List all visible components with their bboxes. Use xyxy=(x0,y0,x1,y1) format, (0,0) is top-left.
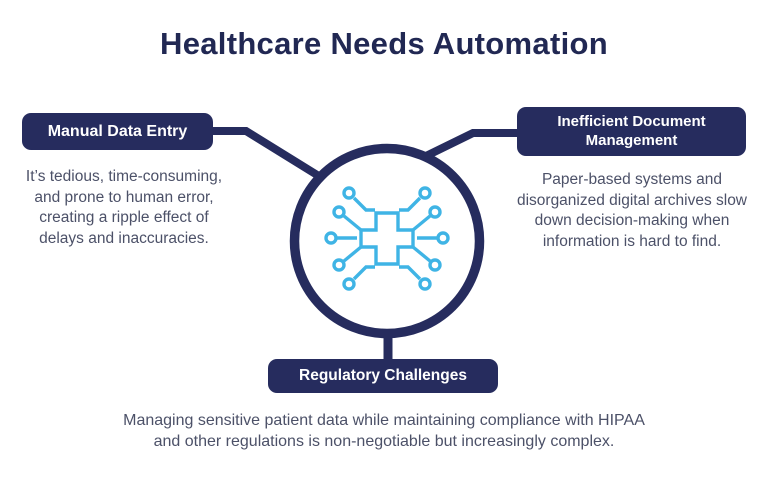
circuit-trace xyxy=(352,196,375,212)
circuit-node xyxy=(332,205,346,219)
circuit-trace xyxy=(399,265,422,281)
description-manual-data-entry: It’s tedious, time-consuming, and prone … xyxy=(4,167,244,249)
hub-circle xyxy=(289,143,485,339)
circuit-node xyxy=(418,186,432,200)
label-manual-data-entry: Manual Data Entry xyxy=(22,113,213,150)
label-regulatory-challenges: Regulatory Challenges xyxy=(268,359,498,393)
description-line: Managing sensitive patient data while ma… xyxy=(123,412,645,429)
connector-line-right xyxy=(422,129,518,161)
medical-cross-circuit-icon xyxy=(324,186,450,291)
circuit-trace xyxy=(352,265,375,281)
circuit-node xyxy=(342,186,356,200)
description-line: information is hard to find. xyxy=(542,232,722,250)
circuit-node xyxy=(324,231,338,245)
description-line: Paper-based systems and xyxy=(541,171,723,188)
circuit-trace xyxy=(342,245,363,263)
circuit-trace xyxy=(411,245,432,263)
label-manual-data-entry-text: Manual Data Entry xyxy=(47,122,188,140)
label-inefficient-document-management-text: Inefficient Document Management xyxy=(557,112,706,149)
circuit-node xyxy=(332,258,346,272)
description-line: and prone to human error, xyxy=(34,188,214,206)
description-line: creating a ripple effect of xyxy=(39,209,209,226)
label-inefficient-document-management: Inefficient Document Management xyxy=(517,107,746,156)
description-regulatory-challenges: Managing sensitive patient data while ma… xyxy=(74,410,694,452)
label-regulatory-challenges-text: Regulatory Challenges xyxy=(299,367,467,384)
description-line: It’s tedious, time-consuming, xyxy=(25,168,223,185)
page-title: Healthcare Needs Automation xyxy=(160,26,608,61)
circuit-trace xyxy=(342,214,363,232)
description-line: and other regulations is non-negotiable … xyxy=(153,433,615,450)
connector-line-left xyxy=(213,127,325,182)
circuit-node xyxy=(418,277,432,291)
circuit-trace xyxy=(399,196,422,212)
description-inefficient-document-management: Paper-based systems and disorganized dig… xyxy=(497,170,767,252)
circuit-trace xyxy=(411,214,432,232)
circuit-node xyxy=(428,258,442,272)
description-line: disorganized digital archives slow xyxy=(516,191,748,209)
circuit-node xyxy=(342,277,356,291)
description-line: down decision-making when xyxy=(534,212,730,229)
circuit-node xyxy=(428,205,442,219)
circuit-node xyxy=(436,231,450,245)
description-line: delays and inaccuracies. xyxy=(39,229,209,247)
